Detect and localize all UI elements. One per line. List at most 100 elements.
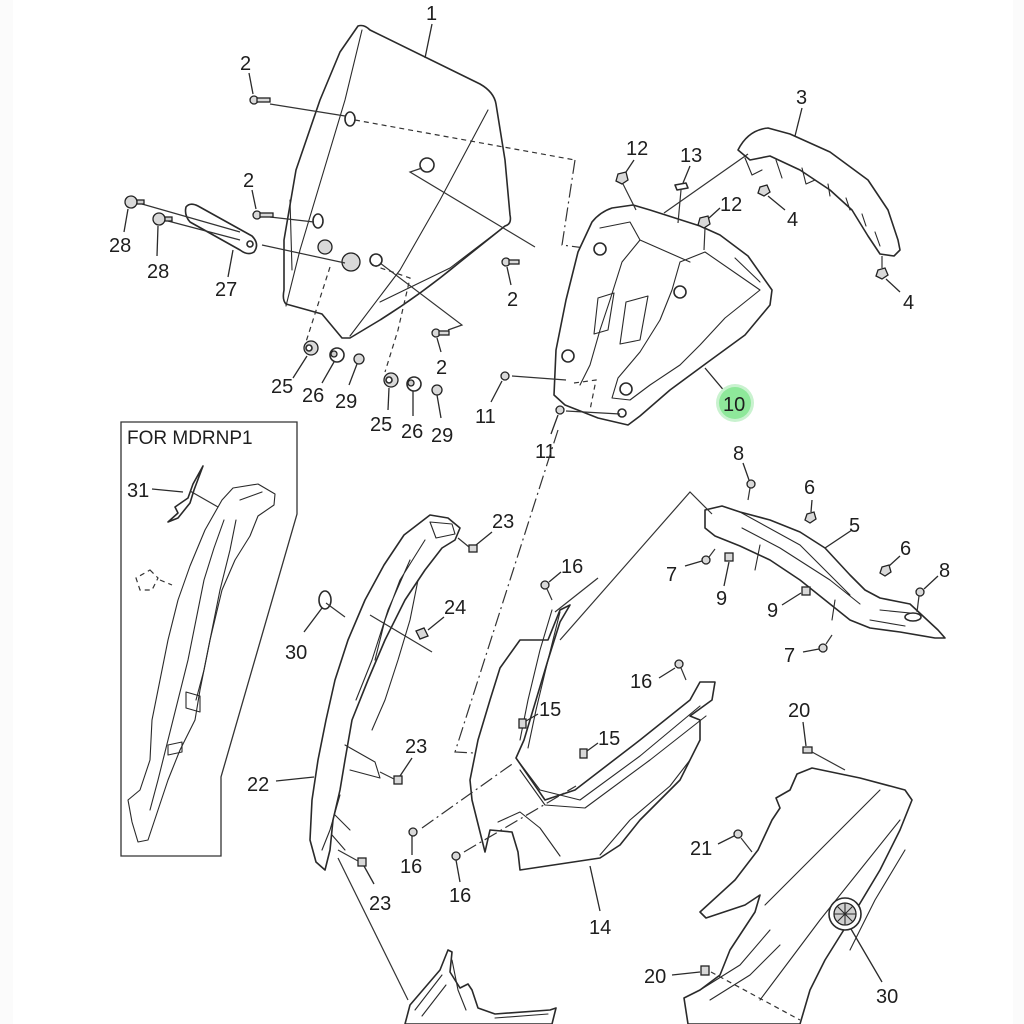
nut-body [802,746,813,754]
assembly-line-20a [811,751,846,771]
windscreen-hole-mid [419,157,435,173]
callout-29a: 29 [335,391,357,413]
windscreen-hole-top [344,111,356,127]
callout-16c: 16 [400,856,422,878]
clip-body [674,182,689,191]
callout-30a: 30 [285,642,307,664]
callout-14: 14 [589,917,611,939]
callout-15b: 15 [598,728,620,750]
assembly-line-16d [463,785,577,853]
stay-hole [246,240,254,248]
nut-body [518,718,527,729]
nut-23b [393,775,403,785]
collar-inner [330,350,338,358]
panel-mount-lower-right [619,382,633,396]
callout-7b: 7 [784,645,795,667]
front-cowling-part-14 [469,604,716,871]
nut-body [801,586,811,596]
emblem-30b-spokes [834,903,856,925]
cowling-14-outline [469,604,716,871]
leader-11a [490,380,503,403]
screw-2c [501,257,520,267]
nut-body [468,544,478,553]
callout-8b: 8 [939,560,950,582]
callout-30b: 30 [876,986,898,1008]
leader-15a [525,713,539,722]
nut-body [724,552,734,562]
leader-1 [424,23,433,59]
leader-22 [275,776,315,782]
inset-lens-inner [149,491,263,811]
leader-13 [682,165,691,184]
panel-vent-right [619,295,649,345]
callout-1: 1 [426,3,437,25]
leader-3 [794,107,803,137]
bolt-28b [152,212,173,226]
nut-29b [431,384,443,396]
bracket-inner [739,511,921,627]
leader-30b [850,928,883,983]
callout-26a: 26 [302,385,324,407]
callout-8a: 8 [733,443,744,465]
assembly-line-mid-hole [408,167,536,248]
screw-7a [701,548,716,565]
callout-20b: 20 [644,966,666,988]
lower-fairing-outline [683,767,913,1024]
assembly-line-cowl-to-bracket [554,577,599,613]
screw-16a [540,580,553,601]
nut-body [357,857,367,867]
inset-frame [120,421,298,857]
nut-6a [804,511,817,524]
windscreen-part-1 [282,24,512,339]
leader-20b [671,971,701,976]
grommet-25b [383,372,399,388]
assembly-line-to-lower-part [337,857,409,1001]
highlight-disc [719,387,751,419]
callout-16d: 16 [449,885,471,907]
leader-4a [767,195,786,211]
assembly-line-screw-left [269,216,315,223]
leader-9a [723,561,730,587]
callout-2b: 2 [243,170,254,192]
panel-part-10 [553,204,773,426]
screw-head [555,405,565,415]
assembly-line-windscreen-top-dashed [354,119,576,161]
callout-10: 10 [723,394,745,416]
callout-22: 22 [247,774,269,796]
callout-12a: 12 [626,138,648,160]
windscreen-inner-edges [285,29,506,337]
inset-dashed-outline [135,569,173,591]
assembly-line-12b [703,227,706,251]
nut-20a [802,746,813,754]
assembly-centerline [454,429,559,756]
callout-29b: 29 [431,425,453,447]
bolt-28a [124,195,145,209]
nut-6b [879,564,892,577]
assembly-line-11a [511,375,567,381]
nut-body [700,965,710,976]
lower-center-outline [404,949,557,1024]
bolt-head [152,212,166,226]
nut-body [804,511,817,524]
callout-9b: 9 [767,600,778,622]
leader-2c [506,266,512,286]
nut-4b [875,267,889,280]
leader-8a [742,462,750,481]
bolt-8a [746,479,756,501]
leader-2a [248,72,254,95]
leader-28b [156,225,159,257]
bracket-hole-right [904,612,922,622]
side-cowling-part-22 [309,514,461,871]
screw-11b [555,405,565,415]
assembly-line-23c [337,849,359,862]
assembly-line-13 [677,189,682,224]
leader-27 [227,249,234,278]
bolt-thread [136,199,145,205]
emblem-body [318,590,332,610]
assembly-line-to-panel-top [561,159,601,251]
nut-29a [353,353,365,365]
callout-2c: 2 [507,289,518,311]
callout-6b: 6 [900,538,911,560]
assembly-line-lower-right [379,262,464,331]
callout-3: 3 [796,87,807,109]
